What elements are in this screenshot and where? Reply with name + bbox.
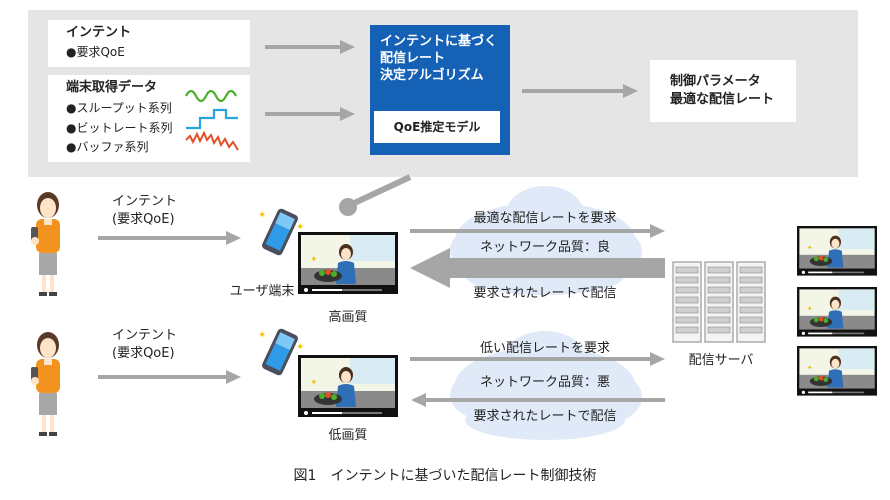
user-terminal-label: ユーザ端末 (229, 284, 295, 299)
output-line: 制御パラメータ (670, 74, 761, 89)
qoe-model-box: QoE推定モデル (374, 111, 500, 143)
request-arrow-lower (410, 352, 665, 366)
server-video-3 (797, 346, 877, 396)
algorithm-title: インテントに基づく 配信レート 決定アルゴリズム (380, 33, 497, 84)
terminal-data-box: 端末取得データ ●スループット系列 ●ビットレート系列 ●バッファ系列 (48, 75, 250, 162)
terminal-data-title: 端末取得データ (66, 80, 158, 95)
delivery-arrow-lower (411, 393, 665, 407)
intent-label-line: インテント (112, 194, 178, 209)
network-quality-good: ネットワーク品質：良 (479, 240, 610, 255)
server-rack-icon (672, 261, 766, 343)
smartphone-icon-lower (258, 327, 305, 377)
request-arrow-upper (410, 224, 665, 238)
intent-label-line: インテント (112, 328, 178, 343)
server-video-1 (797, 226, 877, 276)
request-text-lower: 低い配信レートを要求 (479, 341, 610, 356)
terminal-data-item: ●バッファ系列 (66, 140, 149, 154)
video-high-quality (298, 232, 398, 294)
intent-label-line: (要求QoE) (112, 212, 175, 227)
terminal-data-item: ●スループット系列 (66, 101, 172, 115)
delivery-arrow-upper (410, 248, 665, 288)
intent-label-line: (要求QoE) (112, 346, 175, 361)
request-text-upper: 最適な配信レートを要求 (473, 211, 617, 226)
smartphone-icon-upper (258, 207, 305, 257)
panel-connector (346, 174, 412, 209)
output-line: 最適な配信レート (670, 92, 775, 107)
network-quality-bad: ネットワーク品質：悪 (479, 375, 610, 390)
figure-caption: 図1 インテントに基づいた配信レート制御技術 (293, 468, 597, 484)
intent-label-upper: インテント (要求QoE) (112, 193, 177, 229)
delivery-text-upper: 要求されたレートで配信 (473, 286, 617, 301)
user-person-lower (31, 332, 60, 436)
intent-box-title: インテント (66, 25, 132, 40)
network-cloud-lower (450, 331, 642, 440)
video-low-quality (298, 355, 398, 417)
server-video-2 (797, 287, 877, 337)
algorithm-title-line: 配信レート (380, 51, 446, 66)
server-label: 配信サーバ (688, 353, 754, 368)
intent-box: インテント ●要求QoE (48, 20, 250, 67)
panel-arrows (265, 40, 638, 121)
algorithm-box: インテントに基づく 配信レート 決定アルゴリズム QoE推定モデル (370, 25, 510, 155)
terminal-data-item: ●ビットレート系列 (66, 121, 173, 135)
algorithm-title-line: 決定アルゴリズム (380, 68, 484, 83)
intent-arrows (98, 231, 241, 384)
output-box: 制御パラメータ 最適な配信レート (650, 60, 796, 122)
intent-box-item: ●要求QoE (66, 45, 125, 59)
quality-label-high: 高画質 (328, 310, 368, 325)
user-person-upper (31, 192, 60, 296)
algorithm-title-line: インテントに基づく (380, 34, 498, 49)
quality-label-low: 低画質 (328, 428, 368, 443)
intent-label-lower: インテント (要求QoE) (112, 327, 177, 363)
delivery-text-lower: 要求されたレートで配信 (473, 409, 617, 424)
